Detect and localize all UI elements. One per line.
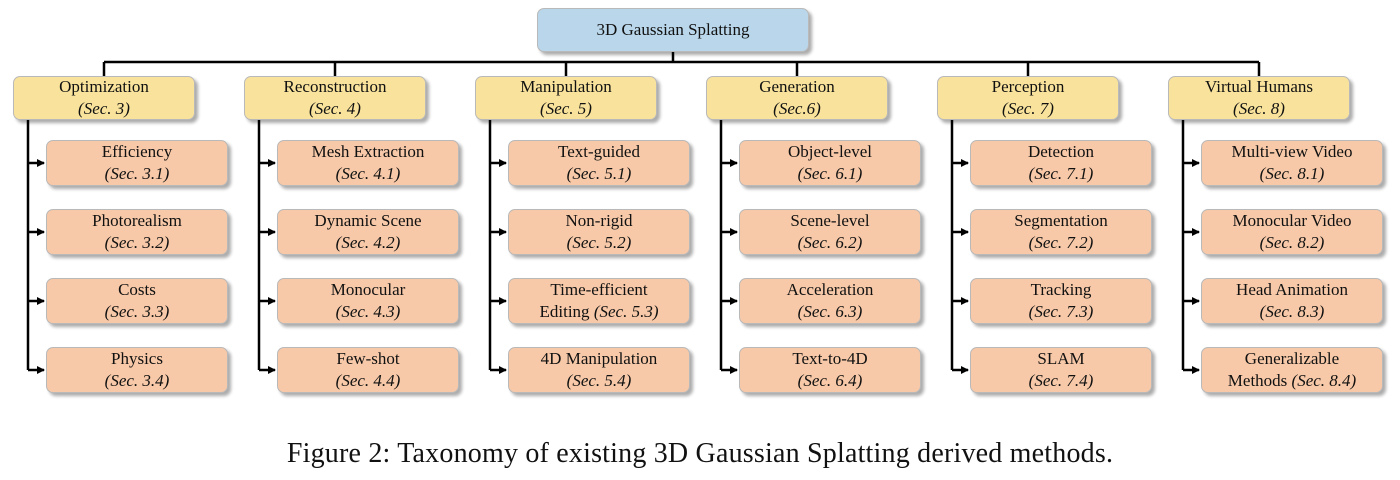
subcategory-label: Efficiency [101,142,173,161]
category-section: (Sec. 7) [1002,99,1054,118]
subcategory-label: Costs [118,280,156,299]
subcategory-label-cont: Editing [539,302,590,321]
subcategory-label: Text-guided [558,142,640,161]
subcategory-section: (Sec. 6.2) [797,233,863,252]
subcategory-label: Dynamic Scene [314,211,422,230]
subcategory-node: Acceleration (Sec. 6.3) [739,278,921,324]
category-node: Manipulation (Sec. 5) [475,76,657,120]
subcategory-node: Text-to-4D (Sec. 6.4) [739,347,921,393]
subcategory-label: Monocular [330,280,406,299]
category-section: (Sec. 5) [540,99,592,118]
category-name: Optimization [59,77,149,96]
category-section: (Sec. 3) [78,99,130,118]
subcategory-section: (Sec. 5.1) [566,164,632,183]
subcategory-label: Detection [1027,142,1095,161]
subcategory-section: (Sec. 4.4) [335,371,401,390]
subcategory-node: Few-shot (Sec. 4.4) [277,347,459,393]
subcategory-node: Mesh Extraction (Sec. 4.1) [277,140,459,186]
category-section: (Sec. 8) [1233,99,1285,118]
subcategory-section: (Sec. 6.1) [797,164,863,183]
subcategory-node: Text-guided (Sec. 5.1) [508,140,690,186]
subcategory-label: 4D Manipulation [540,349,658,368]
root-label: 3D Gaussian Splatting [596,20,750,39]
subcategory-node: Multi-view Video (Sec. 8.1) [1201,140,1383,186]
subcategory-node: Costs (Sec. 3.3) [46,278,228,324]
subcategory-node: Detection (Sec. 7.1) [970,140,1152,186]
subcategory-section: (Sec. 5.2) [566,233,632,252]
category-node: Perception (Sec. 7) [937,76,1119,120]
category-node: Generation (Sec.6) [706,76,888,120]
subcategory-section: (Sec. 4.3) [335,302,401,321]
subcategory-node: 4D Manipulation (Sec. 5.4) [508,347,690,393]
subcategory-section: (Sec. 8.4) [1291,371,1357,390]
subcategory-label: Multi-view Video [1231,142,1353,161]
category-name: Generation [759,77,835,96]
subcategory-label: Segmentation [1014,211,1108,230]
subcategory-section: (Sec. 4.2) [335,233,401,252]
subcategory-label: Acceleration [786,280,874,299]
subcategory-section: (Sec. 3.3) [104,302,170,321]
category-name: Perception [991,77,1065,96]
subcategory-node: Scene-level (Sec. 6.2) [739,209,921,255]
subcategory-label: Head Animation [1236,280,1348,299]
subcategory-section: (Sec. 7.1) [1028,164,1094,183]
subcategory-section: (Sec. 8.1) [1259,164,1325,183]
subcategory-section: (Sec. 7.3) [1028,302,1094,321]
subcategory-label: Physics [111,349,163,368]
subcategory-node: Object-level (Sec. 6.1) [739,140,921,186]
category-name: Reconstruction [283,77,387,96]
category-section: (Sec.6) [773,99,821,118]
subcategory-label: Photorealism [92,211,182,230]
subcategory-section: (Sec. 6.4) [797,371,863,390]
subcategory-node: Non-rigid (Sec. 5.2) [508,209,690,255]
subcategory-label: Few-shot [336,349,400,368]
subcategory-section: (Sec. 7.4) [1028,371,1094,390]
subcategory-label: Scene-level [790,211,870,230]
subcategory-section: (Sec. 3.1) [104,164,170,183]
category-node: Optimization (Sec. 3) [13,76,195,120]
subcategory-label: Monocular Video [1232,211,1352,230]
subcategory-node: Tracking (Sec. 7.3) [970,278,1152,324]
subcategory-label: Non-rigid [565,211,633,230]
category-node: Virtual Humans (Sec. 8) [1168,76,1350,120]
subcategory-label: Mesh Extraction [311,142,425,161]
subcategory-section: (Sec. 8.3) [1259,302,1325,321]
subcategory-section: (Sec. 5.4) [566,371,632,390]
subcategory-node: SLAM (Sec. 7.4) [970,347,1152,393]
subcategory-label: Time-efficient [550,280,648,299]
subcategory-section: (Sec. 4.1) [335,164,401,183]
subcategory-section: (Sec. 7.2) [1028,233,1094,252]
subcategory-section: (Sec. 5.3) [593,302,659,321]
category-name: Virtual Humans [1204,77,1314,96]
subcategory-label: Text-to-4D [792,349,868,368]
subcategory-node: Head Animation (Sec. 8.3) [1201,278,1383,324]
category-name: Manipulation [520,77,612,96]
subcategory-node: Monocular (Sec. 4.3) [277,278,459,324]
category-node: Reconstruction (Sec. 4) [244,76,426,120]
subcategory-section: (Sec. 6.3) [797,302,863,321]
category-section: (Sec. 4) [309,99,361,118]
subcategory-label: Object-level [787,142,872,161]
subcategory-node: Physics (Sec. 3.4) [46,347,228,393]
subcategory-label: SLAM [1037,349,1085,368]
subcategory-node: Photorealism (Sec. 3.2) [46,209,228,255]
subcategory-label-cont: Methods [1227,371,1288,390]
subcategory-line-2: Editing (Sec. 5.3) [540,301,659,323]
subcategory-line-2: Methods (Sec. 8.4) [1228,370,1356,392]
subcategory-section: (Sec. 3.4) [104,371,170,390]
subcategory-label: Generalizable [1244,349,1340,368]
subcategory-section: (Sec. 8.2) [1259,233,1325,252]
subcategory-label: Tracking [1030,280,1092,299]
subcategory-section: (Sec. 3.2) [104,233,170,252]
subcategory-node: Dynamic Scene (Sec. 4.2) [277,209,459,255]
subcategory-node: Segmentation (Sec. 7.2) [970,209,1152,255]
subcategory-node: Monocular Video (Sec. 8.2) [1201,209,1383,255]
subcategory-node: Efficiency (Sec. 3.1) [46,140,228,186]
figure-caption: Figure 2: Taxonomy of existing 3D Gaussi… [286,438,1114,469]
root-node: 3D Gaussian Splatting [537,8,809,52]
